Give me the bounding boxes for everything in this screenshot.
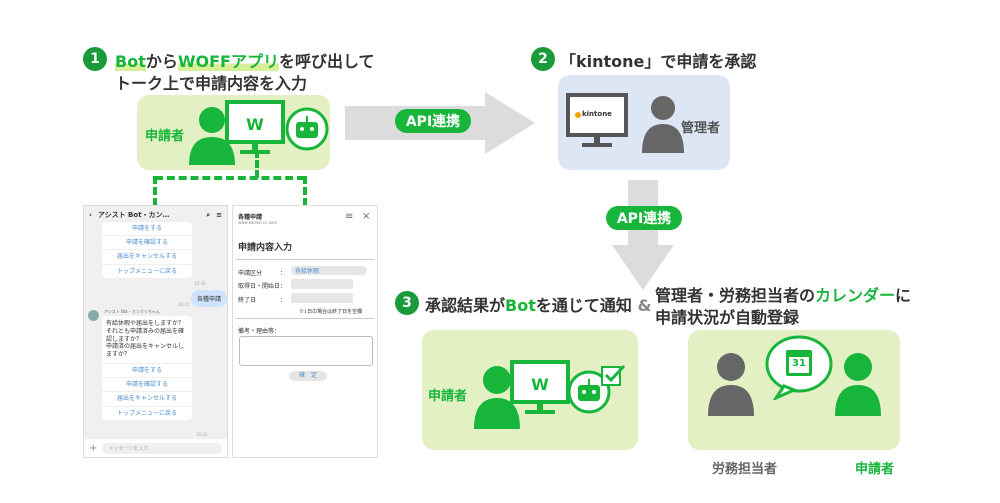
- text: を呼び出して: [278, 52, 375, 71]
- labor-person-icon: [708, 353, 754, 416]
- remarks-label: 備考・理由等：: [238, 328, 281, 335]
- chat-title: アシスト Bot・カン…: [97, 211, 170, 219]
- step-3-right-line2: 申請状況が自動登録: [655, 308, 800, 327]
- remarks-textarea[interactable]: [239, 336, 373, 366]
- colon: ：: [280, 297, 287, 304]
- admin-box: kintone 管理者: [558, 75, 730, 170]
- arrow-down-icon: [612, 180, 674, 290]
- start-date-input[interactable]: [291, 279, 353, 289]
- menu-item[interactable]: 申請をする: [131, 225, 162, 232]
- text: に: [895, 286, 912, 305]
- applicant-label: 申請者: [145, 129, 185, 144]
- text: から: [145, 52, 178, 71]
- step-1-title-line1: BotからWOFFアプリを呼び出して: [115, 48, 375, 72]
- end-date-label: 終了日: [238, 297, 257, 304]
- colon: ：: [280, 270, 287, 277]
- form-header: 各種申請: [238, 214, 263, 221]
- bot-message: 有給休暇や届出をしますか？ それとも申請済みの届出を確認しますか？ 申請済の届出…: [106, 320, 185, 359]
- menu-item[interactable]: 申請をする: [102, 362, 192, 377]
- woff-text: WOFFアプリ: [177, 52, 279, 71]
- submit-button[interactable]: 確 定: [289, 371, 327, 381]
- form-url: www.kansai-cc.com: [238, 220, 278, 225]
- step-1-title-line2: トーク上で申請内容を入力: [115, 74, 308, 93]
- bot-avatar: [88, 310, 99, 321]
- search-icon[interactable]: ⌕: [206, 210, 211, 219]
- check-icon: [601, 364, 626, 386]
- timestamp: 16:40: [194, 281, 206, 286]
- menu-icon[interactable]: ≡: [216, 211, 222, 219]
- applicant-box: 申請者 W: [137, 95, 330, 170]
- close-icon[interactable]: ×: [362, 211, 371, 222]
- api-link-label: API連携: [395, 109, 471, 133]
- timestamp: 16:41: [196, 432, 208, 437]
- type-select[interactable]: 有給休暇: [291, 266, 367, 275]
- menu-item[interactable]: 届出をキャンセルする: [102, 391, 192, 405]
- step-3-right-line1: 管理者・労務担当者のカレンダーに: [655, 282, 911, 306]
- menu-item[interactable]: トップメニューに戻る: [102, 405, 192, 420]
- text: 管理者・労務担当者の: [655, 286, 816, 305]
- step-1-badge: 1: [83, 47, 107, 71]
- connector-line: [153, 176, 157, 206]
- form-heading: 申請内容入力: [238, 243, 293, 253]
- calendar-box: 31: [688, 330, 900, 450]
- svg-text:W: W: [531, 375, 549, 394]
- message-input[interactable]: メッセージを入力: [102, 442, 222, 454]
- admin-label: 管理者: [681, 121, 721, 136]
- step-3-badge: 3: [395, 291, 419, 315]
- applicant-label: 申請者: [428, 389, 468, 404]
- kintone-logo: kintone: [582, 110, 612, 118]
- menu-card: 申請をする申請を確認する届出をキャンセルするトップメニューに戻る: [102, 222, 192, 278]
- monitor-icon: W: [225, 100, 285, 154]
- bot-icon: [285, 107, 329, 151]
- chat-header: ‹ アシスト Bot・カン… ⌕ ≡: [84, 206, 227, 224]
- connector-line: [255, 150, 259, 178]
- chat-screenshot: ‹アシスト Bot・カン…⌕≡ 申請をする申請を確認する届出をキャンセルするトッ…: [83, 205, 228, 458]
- step-3-title: 承認結果がBotを通じて通知 &: [425, 292, 651, 316]
- ampersand: &: [637, 296, 652, 315]
- api-link-label: API連携: [606, 206, 682, 230]
- person-icon: [189, 107, 235, 165]
- end-date-input[interactable]: [291, 293, 353, 303]
- bot-icon: [567, 370, 611, 414]
- labor-label: 労務担当者: [712, 462, 778, 477]
- step-2-badge: 2: [531, 47, 555, 71]
- monitor-icon: W: [510, 360, 570, 414]
- calendar-text: カレンダー: [815, 286, 896, 305]
- menu-item[interactable]: 届出をキャンセルする: [102, 249, 192, 263]
- svg-text:W: W: [246, 115, 264, 134]
- menu-item[interactable]: 申請を確認する: [102, 235, 192, 249]
- applicant-label: 申請者: [855, 462, 895, 477]
- notify-box: 申請者 W: [422, 330, 638, 450]
- start-date-label: 取得日・開始日：: [238, 283, 287, 290]
- admin-person-icon: [642, 96, 684, 153]
- bot-text: Bot: [505, 296, 536, 315]
- chat-input-bar: + メッセージを入力: [84, 439, 227, 457]
- bot-name: アシスト Bot・カンクリちゃん: [104, 309, 160, 314]
- step-2-title: 「kintone」で申請を承認: [560, 52, 757, 71]
- timestamp: 16:41: [178, 302, 190, 307]
- calendar-day: 31: [792, 358, 806, 369]
- divider: [236, 318, 374, 319]
- text: を通じて通知: [535, 296, 632, 315]
- menu-item[interactable]: トップメニューに戻る: [102, 263, 192, 278]
- monitor-icon: [566, 93, 628, 147]
- bot-message-card: 有給休暇や届出をしますか？ それとも申請済みの届出を確認しますか？ 申請済の届出…: [102, 316, 192, 420]
- applicant-person-icon: [835, 353, 881, 416]
- type-label: 申請区分: [238, 270, 263, 277]
- menu-icon[interactable]: ≡: [345, 211, 354, 222]
- plus-icon[interactable]: +: [89, 442, 98, 454]
- form-screenshot: 各種申請 www.kansai-cc.com ≡ × 申請内容入力 申請区分 ：…: [232, 205, 378, 458]
- bot-text: Bot: [115, 52, 146, 71]
- speech-bubble-icon: [765, 335, 833, 400]
- user-message: 各種申請: [191, 290, 227, 307]
- connector-line: [155, 176, 305, 180]
- text: 承認結果が: [425, 296, 506, 315]
- note: ※1日の場合は終了日を空欄: [299, 309, 363, 315]
- connector-line: [303, 176, 307, 206]
- back-icon[interactable]: ‹: [89, 211, 92, 219]
- person-icon: [474, 366, 520, 429]
- menu-item[interactable]: 申請を確認する: [102, 377, 192, 391]
- divider: [236, 259, 374, 260]
